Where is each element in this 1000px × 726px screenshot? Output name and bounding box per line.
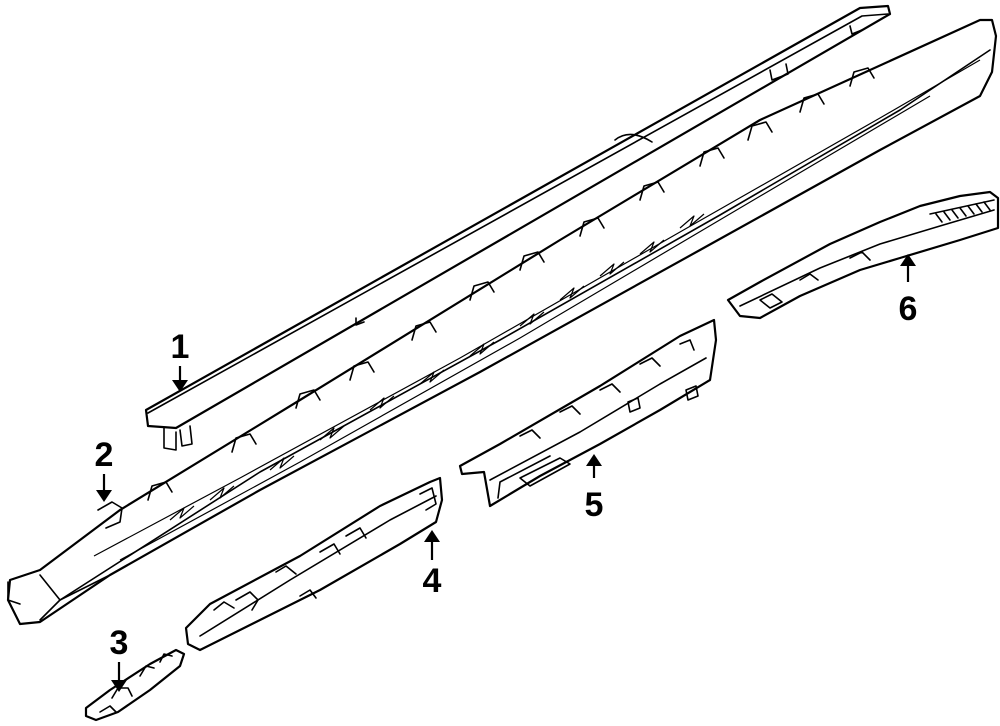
callout-2: 2: [95, 436, 114, 474]
moulding-clip-tabs: [147, 67, 875, 501]
part-4-bracket[interactable]: [184, 476, 444, 652]
moulding-ribs: [169, 213, 705, 521]
callout-1: 1: [171, 328, 190, 366]
callout-leaders: [96, 254, 916, 692]
part-2-rocker-moulding[interactable]: [6, 18, 998, 626]
callout-3: 3: [110, 624, 129, 662]
callout-4: 4: [423, 562, 442, 600]
part-6-rear-bracket[interactable]: [726, 190, 1000, 320]
callout-6: 6: [899, 290, 918, 328]
part-5-bracket[interactable]: [458, 318, 718, 508]
part-1-upper-trim-strip[interactable]: [144, 4, 892, 451]
callout-5: 5: [585, 486, 604, 524]
part-3-clip[interactable]: [84, 648, 186, 722]
